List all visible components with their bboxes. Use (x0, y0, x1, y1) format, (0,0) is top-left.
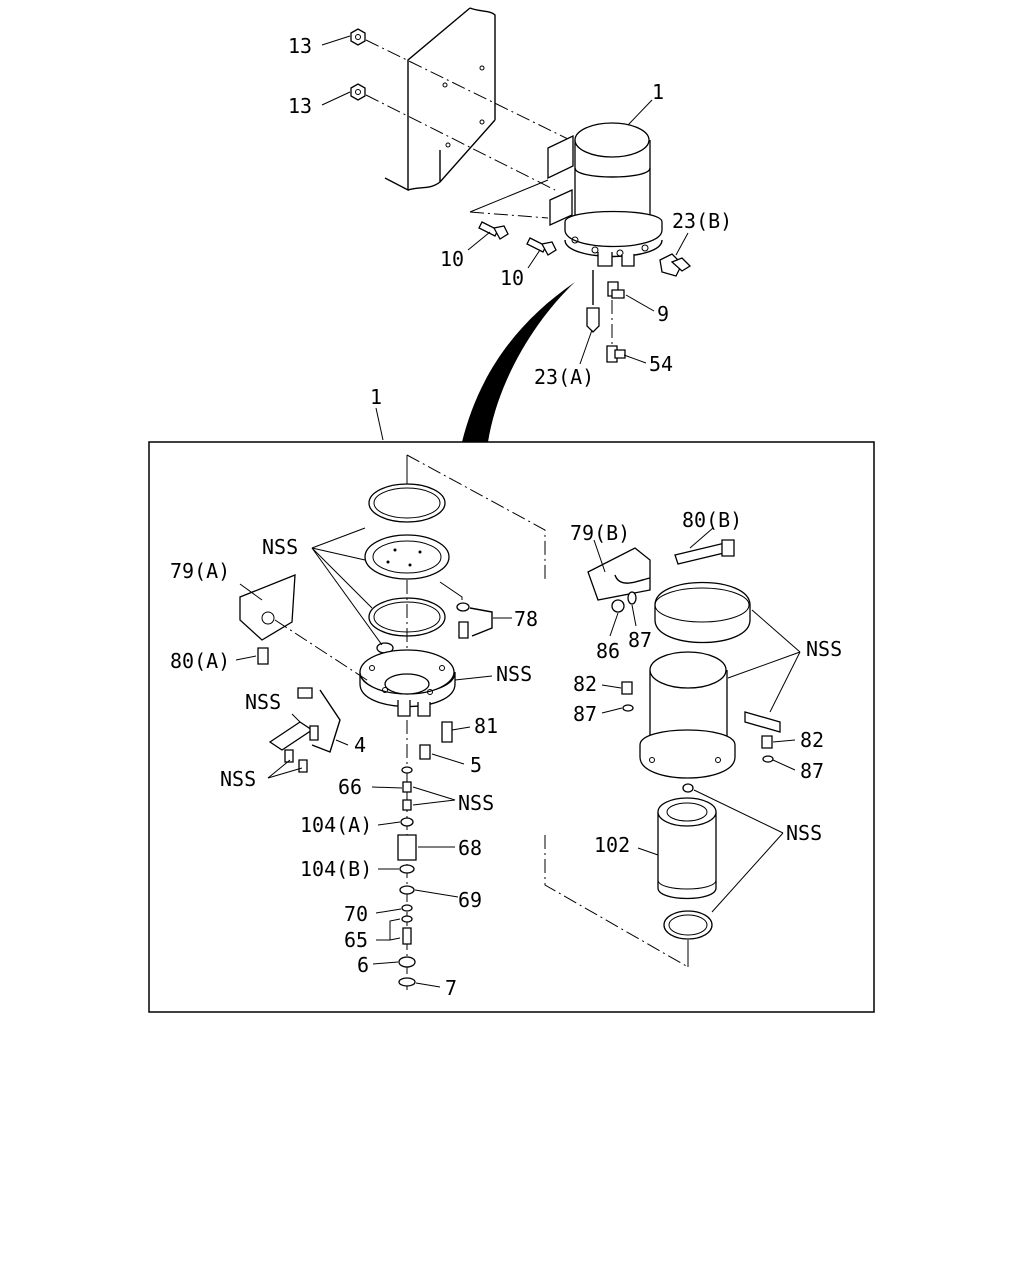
detail-left-assembly (239, 454, 546, 990)
detail-right-assembly (544, 539, 781, 968)
callout-13-upper: 13 (288, 34, 312, 58)
callout-80a: 80(A) (170, 649, 230, 673)
bolt-10-left (478, 221, 509, 240)
callout-65: 65 (344, 928, 368, 952)
callout-10-left: 10 (440, 247, 464, 271)
frame-bracket-panel (384, 7, 496, 192)
callout-9: 9 (657, 302, 669, 326)
callout-1-box: 1 (370, 385, 382, 409)
callout-nss-element: NSS (786, 821, 822, 845)
callout-87-right: 87 (800, 759, 824, 783)
callout-13-lower: 13 (288, 94, 312, 118)
callout-nss-case: NSS (806, 637, 842, 661)
callout-86: 86 (596, 639, 620, 663)
callout-nss-plug: NSS (458, 791, 494, 815)
callout-104a: 104(A) (300, 813, 372, 837)
callout-79b: 79(B) (570, 521, 630, 545)
callout-4: 4 (354, 733, 366, 757)
callout-23a: 23(A) (534, 365, 594, 389)
fitting-9 (607, 281, 625, 299)
callout-7: 7 (445, 976, 457, 1000)
callout-1-top: 1 (652, 80, 664, 104)
callout-68: 68 (458, 836, 482, 860)
nut-13-lower (350, 83, 366, 101)
callout-81: 81 (474, 714, 498, 738)
callout-5: 5 (470, 753, 482, 777)
callout-nss-switch: NSS (245, 690, 281, 714)
callout-69: 69 (458, 888, 482, 912)
leaders-detail (235, 527, 801, 988)
fitting-23a (586, 307, 600, 333)
callout-66: 66 (338, 775, 362, 799)
callout-labels: 13 13 1 23(B) 10 10 9 54 23(A) 1 79(A) 8… (170, 34, 842, 1000)
callout-102: 102 (594, 833, 630, 857)
callout-nss-head: NSS (496, 662, 532, 686)
callout-78: 78 (514, 607, 538, 631)
callout-82-right: 82 (800, 728, 824, 752)
fuel-filter-assembly (547, 122, 663, 267)
detail-box (148, 441, 875, 1013)
fitting-54 (606, 345, 626, 363)
callout-23b: 23(B) (672, 209, 732, 233)
leaders-top (321, 35, 689, 441)
callout-nss-screws: NSS (220, 767, 256, 791)
callout-87-upper: 87 (628, 628, 652, 652)
callout-10-right: 10 (500, 266, 524, 290)
nut-13-upper (350, 28, 366, 46)
callout-54: 54 (649, 352, 673, 376)
callout-79a: 79(A) (170, 559, 230, 583)
callout-6: 6 (357, 953, 369, 977)
callout-80b: 80(B) (682, 508, 742, 532)
bolt-10-right (526, 237, 557, 256)
callout-82-left: 82 (573, 672, 597, 696)
elbow-fitting-23b (659, 253, 692, 277)
callout-87-left: 87 (573, 702, 597, 726)
callout-104b: 104(B) (300, 857, 372, 881)
callout-70: 70 (344, 902, 368, 926)
callout-nss-gaskets: NSS (262, 535, 298, 559)
